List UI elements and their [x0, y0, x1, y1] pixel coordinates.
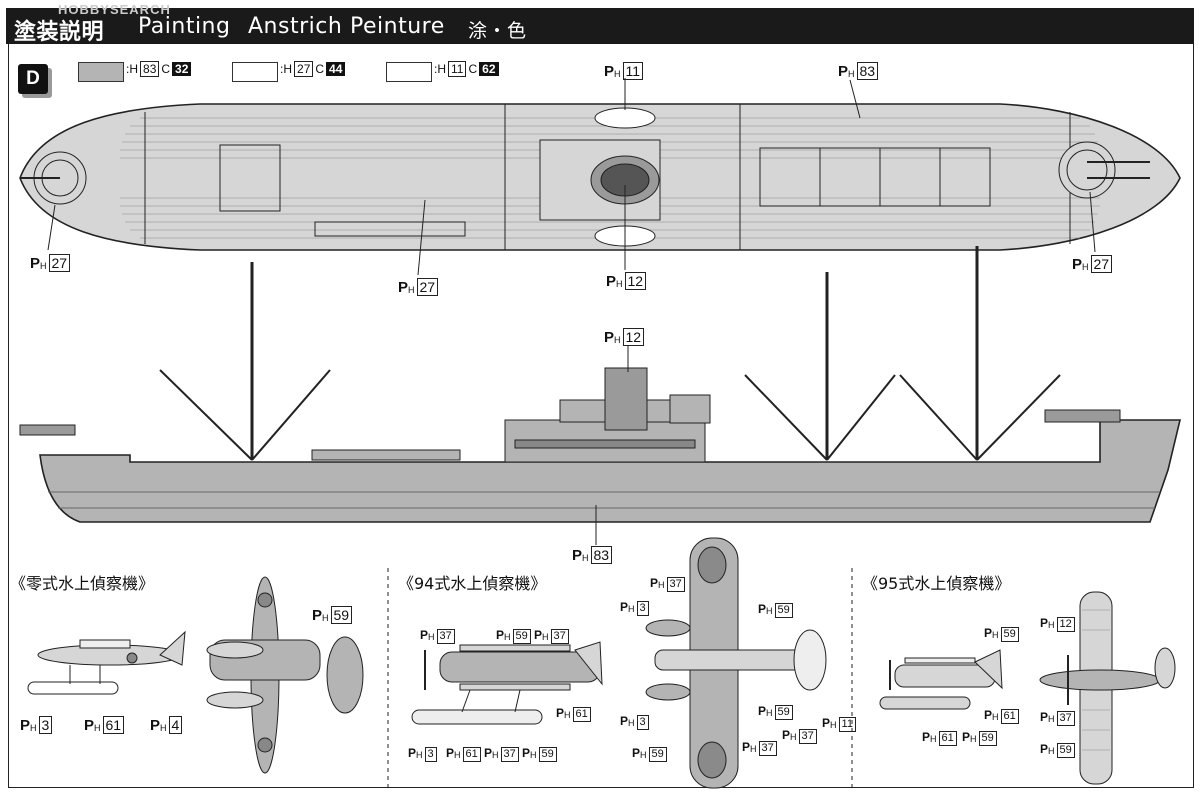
- aircraft-zero-seaplane: [27, 576, 364, 774]
- aircraft-type95-seaplane: [879, 591, 1176, 785]
- legend-h-code: 11: [448, 61, 467, 77]
- legend-c-code: 62: [479, 62, 499, 76]
- header-title-de: Anstrich: [248, 14, 343, 39]
- legend-h-label: H: [437, 62, 447, 76]
- header-title-fr: Peinture: [350, 14, 445, 39]
- header-title-jp: 塗装説明: [14, 20, 105, 45]
- section-dividers: [387, 568, 853, 790]
- aircraft-type94-seaplane: [411, 537, 827, 789]
- header-title-en: Painting: [138, 14, 231, 39]
- legend-c-label: C: [315, 62, 325, 76]
- legend-swatch-2: [232, 62, 278, 82]
- section-title-type94: 《94式水上偵察機》: [398, 574, 547, 593]
- instructions-header: 塗装説明 Painting Anstrich Peinture 涂・色: [6, 8, 1194, 45]
- legend-swatch-3: [386, 62, 432, 82]
- legend-c-code: 32: [172, 62, 192, 76]
- legend-c-label: C: [161, 62, 171, 76]
- legend-h-code: 83: [140, 61, 160, 77]
- watermark-logo: HOBBYSEARCH: [58, 2, 171, 17]
- header-title-cn: 涂・色: [468, 20, 527, 42]
- scheme-badge: D: [18, 64, 48, 94]
- legend-c-label: C: [468, 62, 478, 76]
- legend-h-label: H: [283, 62, 293, 76]
- legend-h-label: H: [129, 62, 139, 76]
- ship-top-view: [19, 78, 1181, 276]
- section-title-type95: 《95式水上偵察機》: [862, 574, 1011, 593]
- legend-h-code: 27: [294, 61, 314, 77]
- diagram-frame: [8, 44, 1194, 788]
- legend-swatch-1: [78, 62, 124, 82]
- ship-side-view: [19, 246, 1182, 545]
- section-title-zero: 《零式水上偵察機》: [10, 574, 155, 593]
- legend-c-code: 44: [326, 62, 346, 76]
